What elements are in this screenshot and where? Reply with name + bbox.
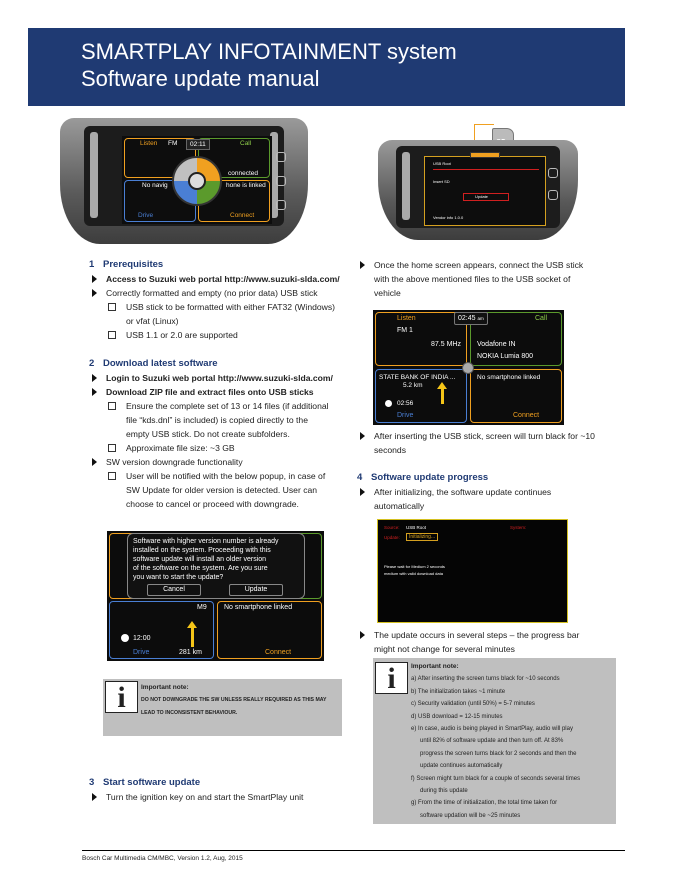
title-line-1: SMARTPLAY INFOTAINMENT system (81, 39, 457, 64)
list-item: Correctly formatted and empty (no prior … (89, 286, 349, 300)
section-title: Prerequisites (103, 259, 164, 270)
important-note-update: i Important note: a) After inserting the… (373, 658, 616, 824)
unit-screen-sd: USB Root Insert SD Update Vendor info 1.… (424, 156, 546, 226)
list-item: Turn the ignition key on and start the S… (89, 790, 349, 804)
infotainment-unit-sd-image: USB Root Insert SD Update Vendor info 1.… (378, 140, 578, 240)
downgrade-popup: Software with higher version number is a… (127, 533, 305, 599)
update-progress-screenshot: Source: USB Root System: Update: Initial… (377, 519, 568, 623)
info-icon: i (375, 662, 408, 695)
sub-item: USB stick to be formatted with either FA… (89, 300, 349, 314)
home-screen-screenshot: Listen 02:45 am Call FM 1 87.5 MHz Vodaf… (373, 310, 564, 425)
downgrade-popup-screenshot: Software with higher version number is a… (107, 531, 324, 661)
title-banner: SMARTPLAY INFOTAINMENT system Software u… (28, 28, 625, 106)
section-prerequisites: 1 Prerequisites Access to Suzuki web port… (89, 258, 349, 342)
title-line-2: Software update manual (81, 66, 320, 91)
note-title: Important note: (141, 684, 189, 691)
infotainment-unit-image: Listen FM 02:11 Call connected No navig … (60, 118, 308, 244)
sub-item: User will be notified with the below pop… (89, 469, 354, 483)
section-start-update: 3 Start software update Turn the ignition… (89, 776, 349, 804)
clock-icon (385, 400, 392, 407)
section-number: 1 (89, 259, 95, 270)
home-center-icon (462, 362, 474, 374)
sub-item-cont: or vfat (Linux) (126, 316, 179, 326)
note-title: Important note: (411, 663, 459, 670)
section-title: Software update progress (371, 472, 489, 483)
sub-item: Approximate file size: ~3 GB (89, 441, 354, 455)
list-item: Once the home screen appears, connect th… (357, 258, 622, 272)
sub-item: Ensure the complete set of 13 or 14 file… (89, 399, 354, 413)
section-update-progress: 4 Software update progress After initiali… (357, 471, 622, 513)
section-download: 2 Download latest software Login to Suzuk… (89, 357, 354, 511)
clock-icon (121, 634, 129, 642)
list-item: Access to Suzuki web portal http://www.s… (89, 272, 349, 286)
important-note-downgrade: i Important note: DO NOT DOWNGRADE THE S… (103, 679, 342, 736)
list-item: Download ZIP file and extract files onto… (89, 385, 354, 399)
direction-arrow-icon (187, 621, 197, 647)
menu-wheel (172, 156, 222, 206)
list-item: After inserting the USB stick, screen wi… (357, 429, 622, 443)
list-item: Login to Suzuki web portal http://www.su… (89, 371, 354, 385)
info-icon: i (105, 681, 138, 714)
footer-text: Bosch Car Multimedia CM/MBC, Version 1.2… (82, 855, 243, 862)
progress-status: Initializing... (406, 533, 439, 541)
usb-insert-instructions: Once the home screen appears, connect th… (357, 258, 622, 300)
list-item: SW version downgrade functionality (89, 455, 354, 469)
screen-black-note: After inserting the USB stick, screen wi… (357, 429, 622, 457)
list-item: The update occurs in several steps – the… (357, 628, 622, 642)
section-number: 4 (357, 472, 363, 483)
section-number: 3 (89, 777, 95, 788)
list-item: After initializing, the software update … (357, 485, 622, 499)
section-title: Download latest software (103, 358, 218, 369)
cancel-button[interactable]: Cancel (147, 584, 201, 596)
unit-screen: Listen FM 02:11 Call connected No navig … (122, 136, 272, 224)
section-title: Start software update (103, 777, 201, 788)
update-steps-note: The update occurs in several steps – the… (357, 628, 622, 656)
update-button[interactable]: Update (229, 584, 283, 596)
direction-arrow-icon (437, 382, 447, 404)
footer-divider (82, 850, 625, 851)
sub-item: USB 1.1 or 2.0 are supported (89, 328, 349, 342)
section-number: 2 (89, 358, 95, 369)
